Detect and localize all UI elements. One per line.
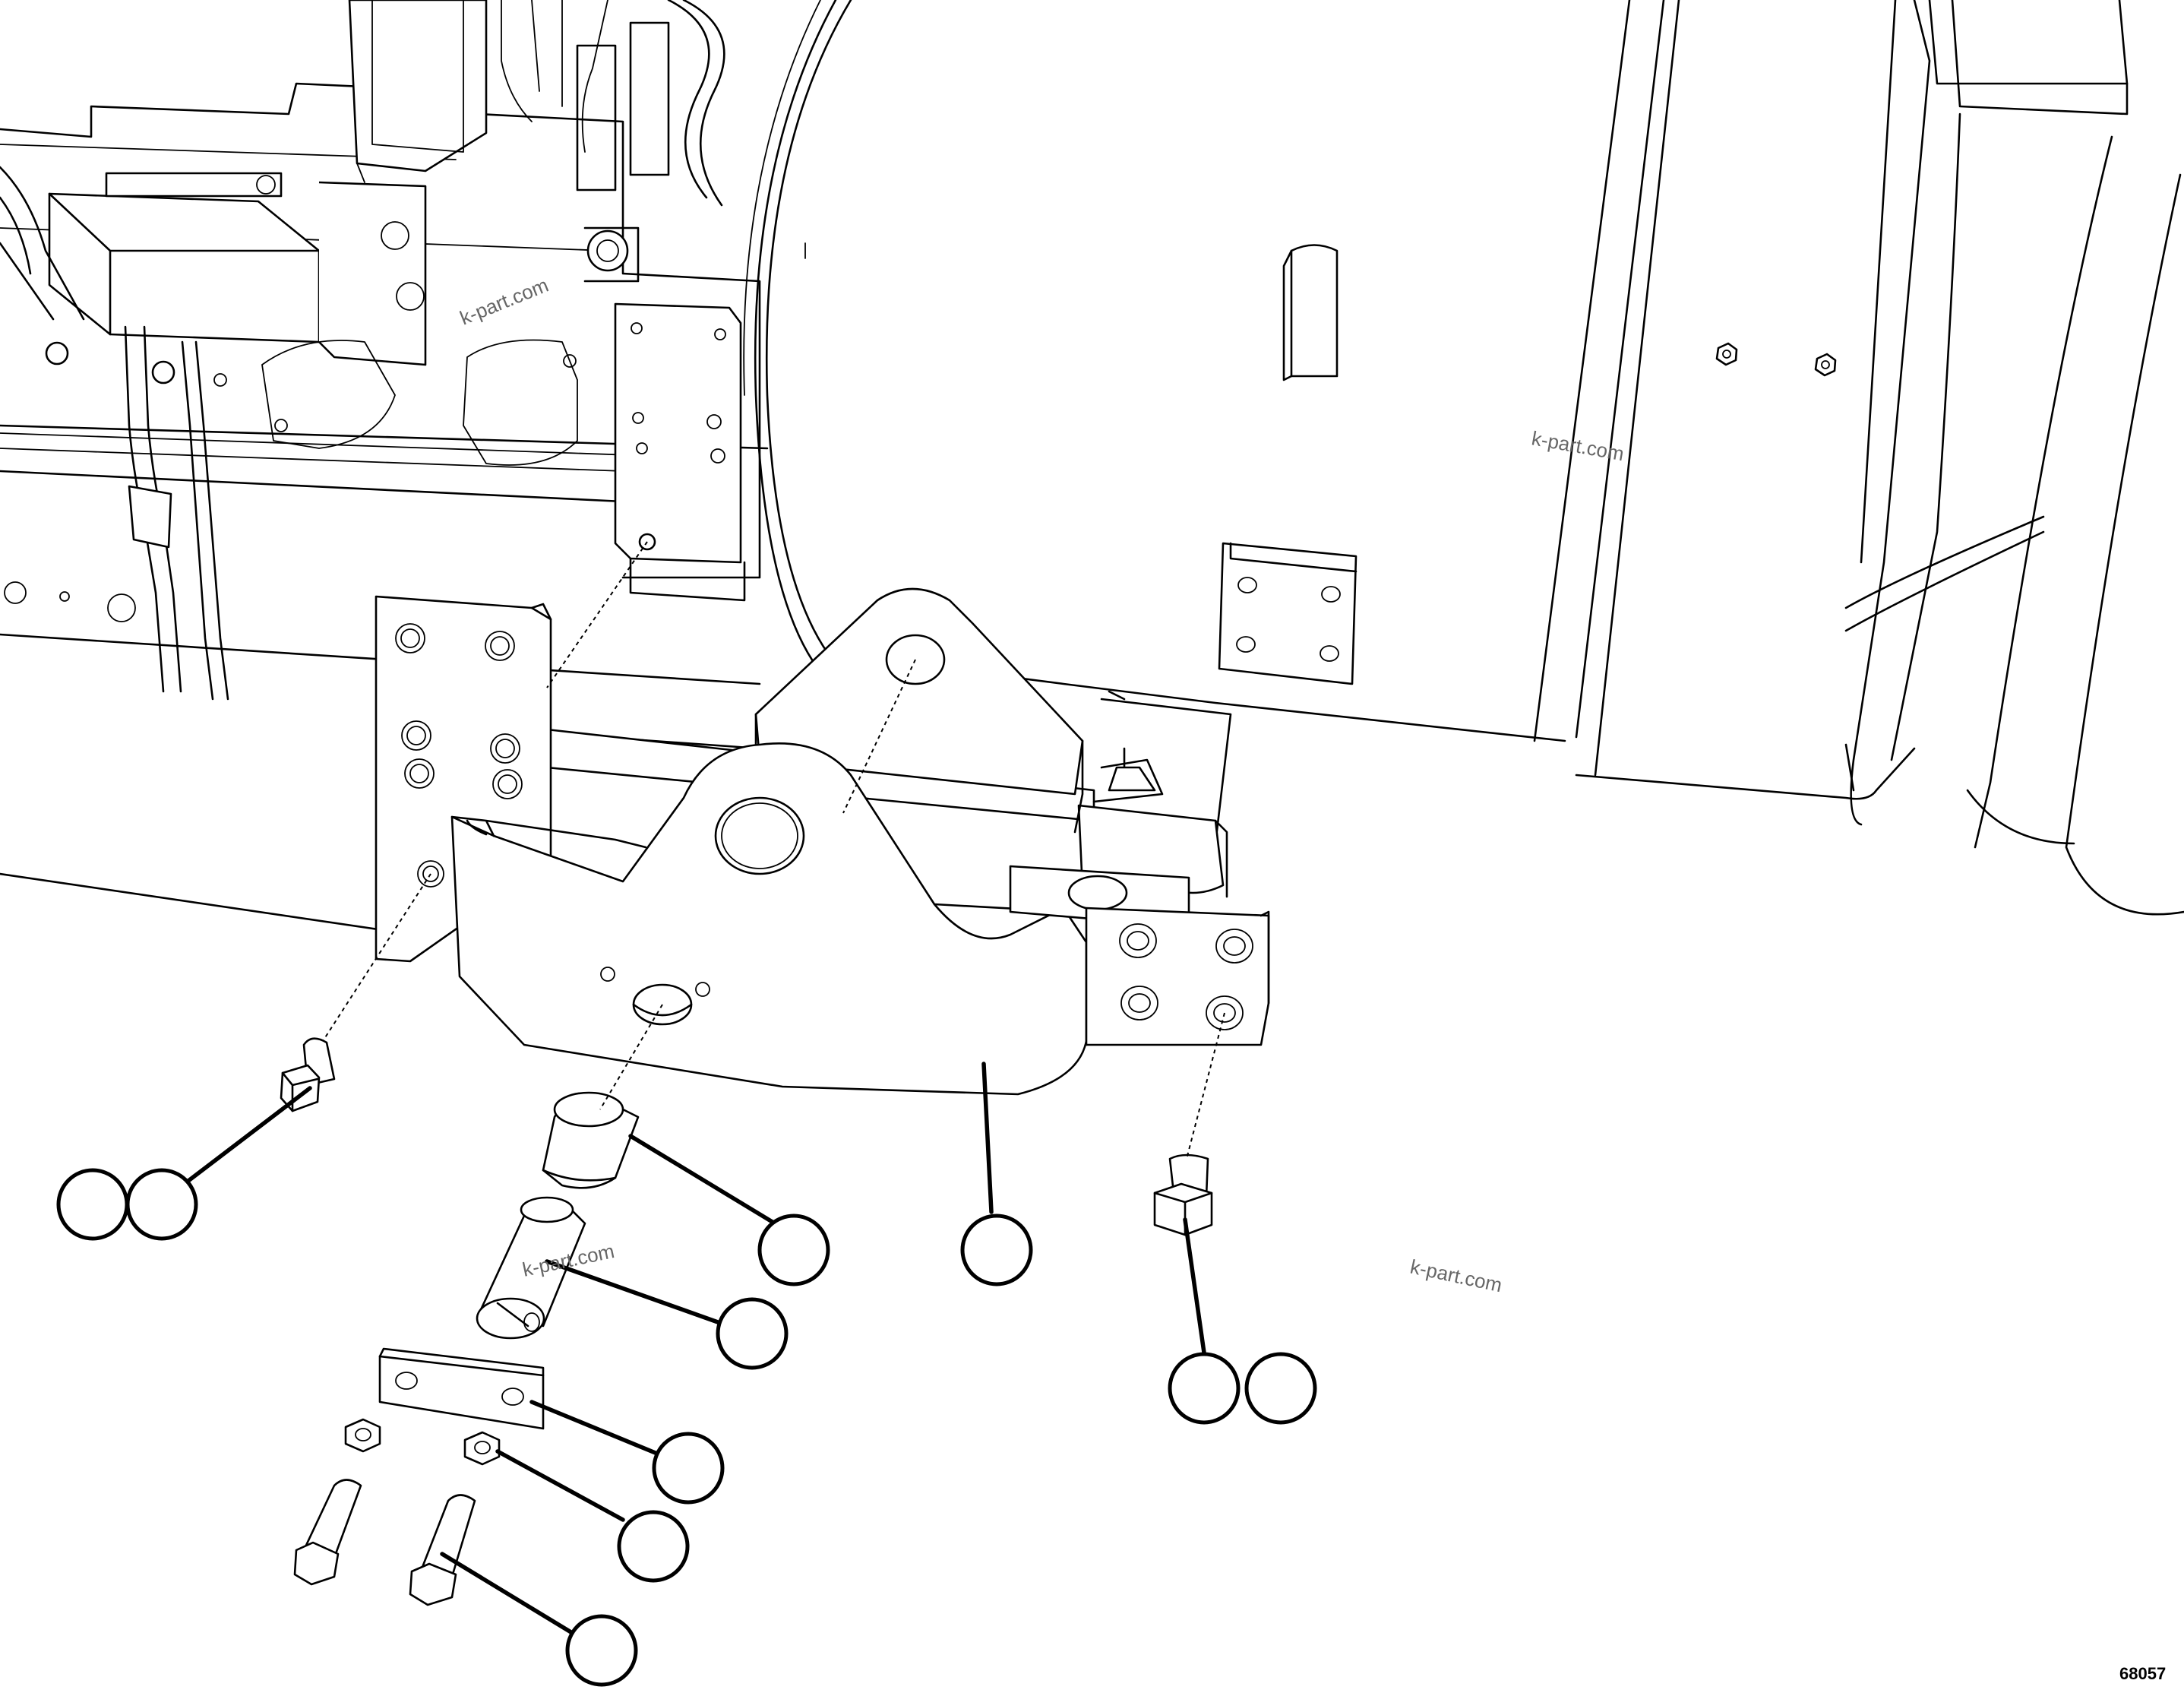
callout-balloon (716, 1297, 789, 1370)
leader-line (545, 1259, 720, 1324)
watermark: k-part.com (1408, 1255, 1504, 1297)
callout-balloon (960, 1214, 1033, 1286)
alignment-lines (322, 541, 1225, 1160)
fitting-bolt-left (280, 1037, 336, 1112)
callouts (56, 1062, 1317, 1687)
callout-balloon (125, 1168, 198, 1241)
leader-line (440, 1552, 576, 1636)
loose-parts (280, 1037, 1213, 1606)
mount-assembly (375, 587, 1270, 1096)
retaining-plate (378, 1347, 545, 1430)
engine-block (0, 0, 769, 936)
callout-balloon (565, 1614, 638, 1687)
fitting-bolt-right (1153, 1153, 1213, 1236)
watermark: k-part.com (457, 274, 552, 330)
callout-balloon (1244, 1352, 1317, 1425)
callout-balloon (56, 1168, 129, 1241)
callout-balloon (652, 1432, 725, 1505)
callout-balloon (757, 1214, 830, 1286)
callout-balloon (1168, 1352, 1241, 1425)
screws (293, 1479, 476, 1606)
bushing (542, 1091, 640, 1189)
leader-line (981, 1062, 994, 1214)
leader-line (1183, 1217, 1206, 1355)
pivot-pin (476, 1196, 586, 1340)
watermark: k-part.com (1530, 426, 1626, 465)
nuts (344, 1418, 501, 1466)
figure-number: 68057 (2119, 1664, 2166, 1683)
leader-line (628, 1134, 777, 1226)
leader-line (495, 1449, 625, 1522)
callout-balloon (617, 1510, 690, 1583)
leader-line (529, 1400, 663, 1457)
leader-line (180, 1086, 312, 1188)
drum-housing (743, 0, 2184, 916)
